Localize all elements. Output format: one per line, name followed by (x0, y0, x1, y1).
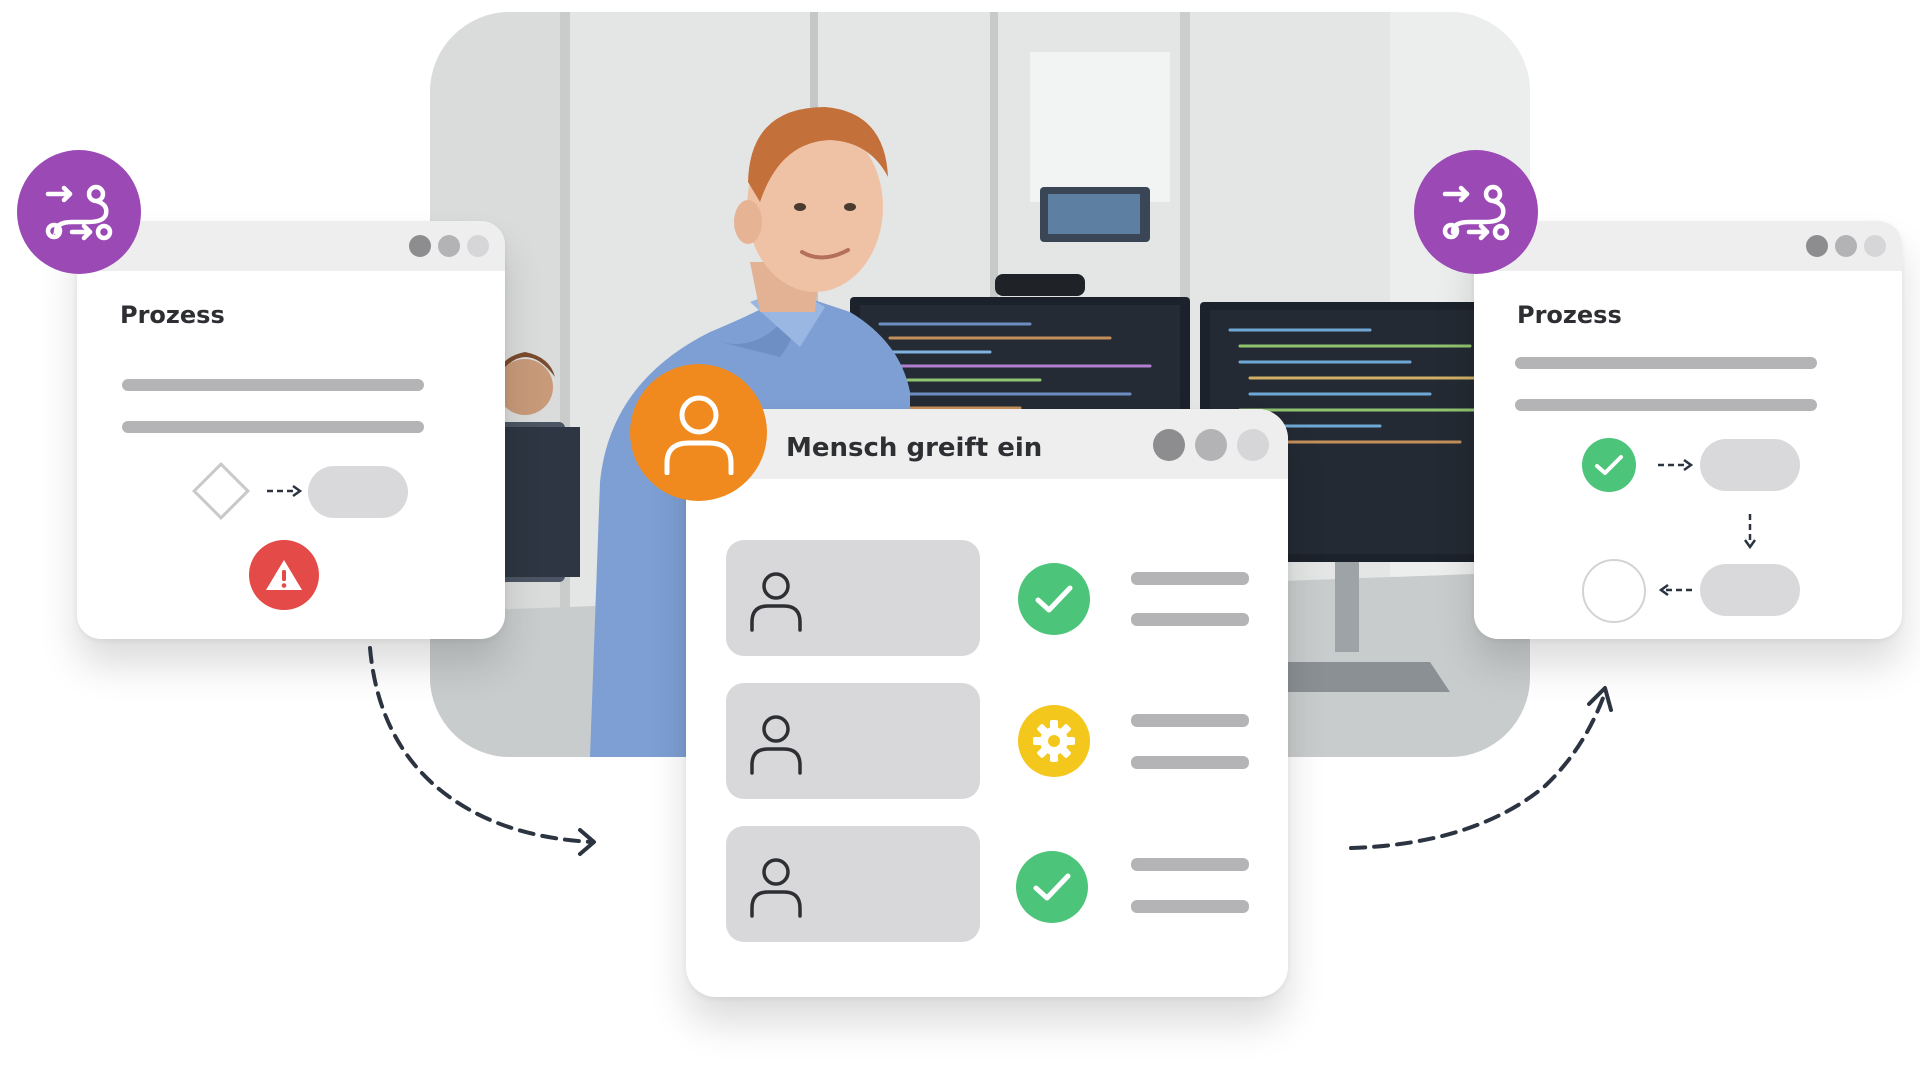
flow-arrow-left-to-center (368, 646, 596, 856)
window-dot[interactable] (409, 235, 431, 257)
window-titlebar (77, 221, 505, 271)
placeholder-line (1131, 756, 1249, 769)
process-step (1700, 564, 1800, 616)
dashed-arrow-right-icon (267, 484, 303, 498)
window-titlebar (686, 409, 1288, 479)
person-icon (750, 572, 802, 632)
pending-circle-icon (1582, 559, 1646, 623)
task-row[interactable] (726, 540, 980, 656)
process-flow-icon (1414, 150, 1538, 274)
window-dot[interactable] (1237, 429, 1269, 461)
window-dot[interactable] (1835, 235, 1857, 257)
human-intervention-window: Mensch greift ein (686, 409, 1288, 997)
placeholder-line (122, 379, 424, 391)
process-flow-icon (17, 150, 141, 274)
window-dot[interactable] (1806, 235, 1828, 257)
window-title: Mensch greift ein (786, 433, 1043, 463)
flow-arrow-center-to-right (1349, 686, 1613, 850)
placeholder-line (122, 421, 424, 433)
placeholder-line (1515, 399, 1817, 411)
placeholder-line (1131, 613, 1249, 626)
placeholder-line (1131, 572, 1249, 585)
warning-triangle-icon (249, 540, 319, 610)
placeholder-line (1131, 900, 1249, 913)
decision-diamond-icon (192, 462, 250, 520)
check-icon (1018, 563, 1090, 635)
process-window-left: Prozess (77, 221, 505, 639)
window-dot[interactable] (438, 235, 460, 257)
task-row[interactable] (726, 683, 980, 799)
person-icon (630, 364, 767, 501)
check-icon (1016, 851, 1088, 923)
dashed-arrow-left-icon (1658, 583, 1694, 597)
placeholder-line (1131, 858, 1249, 871)
window-title: Prozess (120, 301, 225, 329)
person-icon (750, 715, 802, 775)
window-dot[interactable] (467, 235, 489, 257)
check-icon (1582, 438, 1636, 492)
window-titlebar (1474, 221, 1902, 271)
placeholder-line (1515, 357, 1817, 369)
task-row[interactable] (726, 826, 980, 942)
process-step (1700, 439, 1800, 491)
person-icon (750, 858, 802, 918)
dashed-arrow-down-icon (1743, 514, 1757, 550)
gear-icon (1018, 705, 1090, 777)
window-title: Prozess (1517, 301, 1622, 329)
process-window-right: Prozess (1474, 221, 1902, 639)
placeholder-line (1131, 714, 1249, 727)
window-dot[interactable] (1153, 429, 1185, 461)
process-step (308, 466, 408, 518)
window-dot[interactable] (1864, 235, 1886, 257)
window-dot[interactable] (1195, 429, 1227, 461)
dashed-arrow-right-icon (1658, 458, 1694, 472)
